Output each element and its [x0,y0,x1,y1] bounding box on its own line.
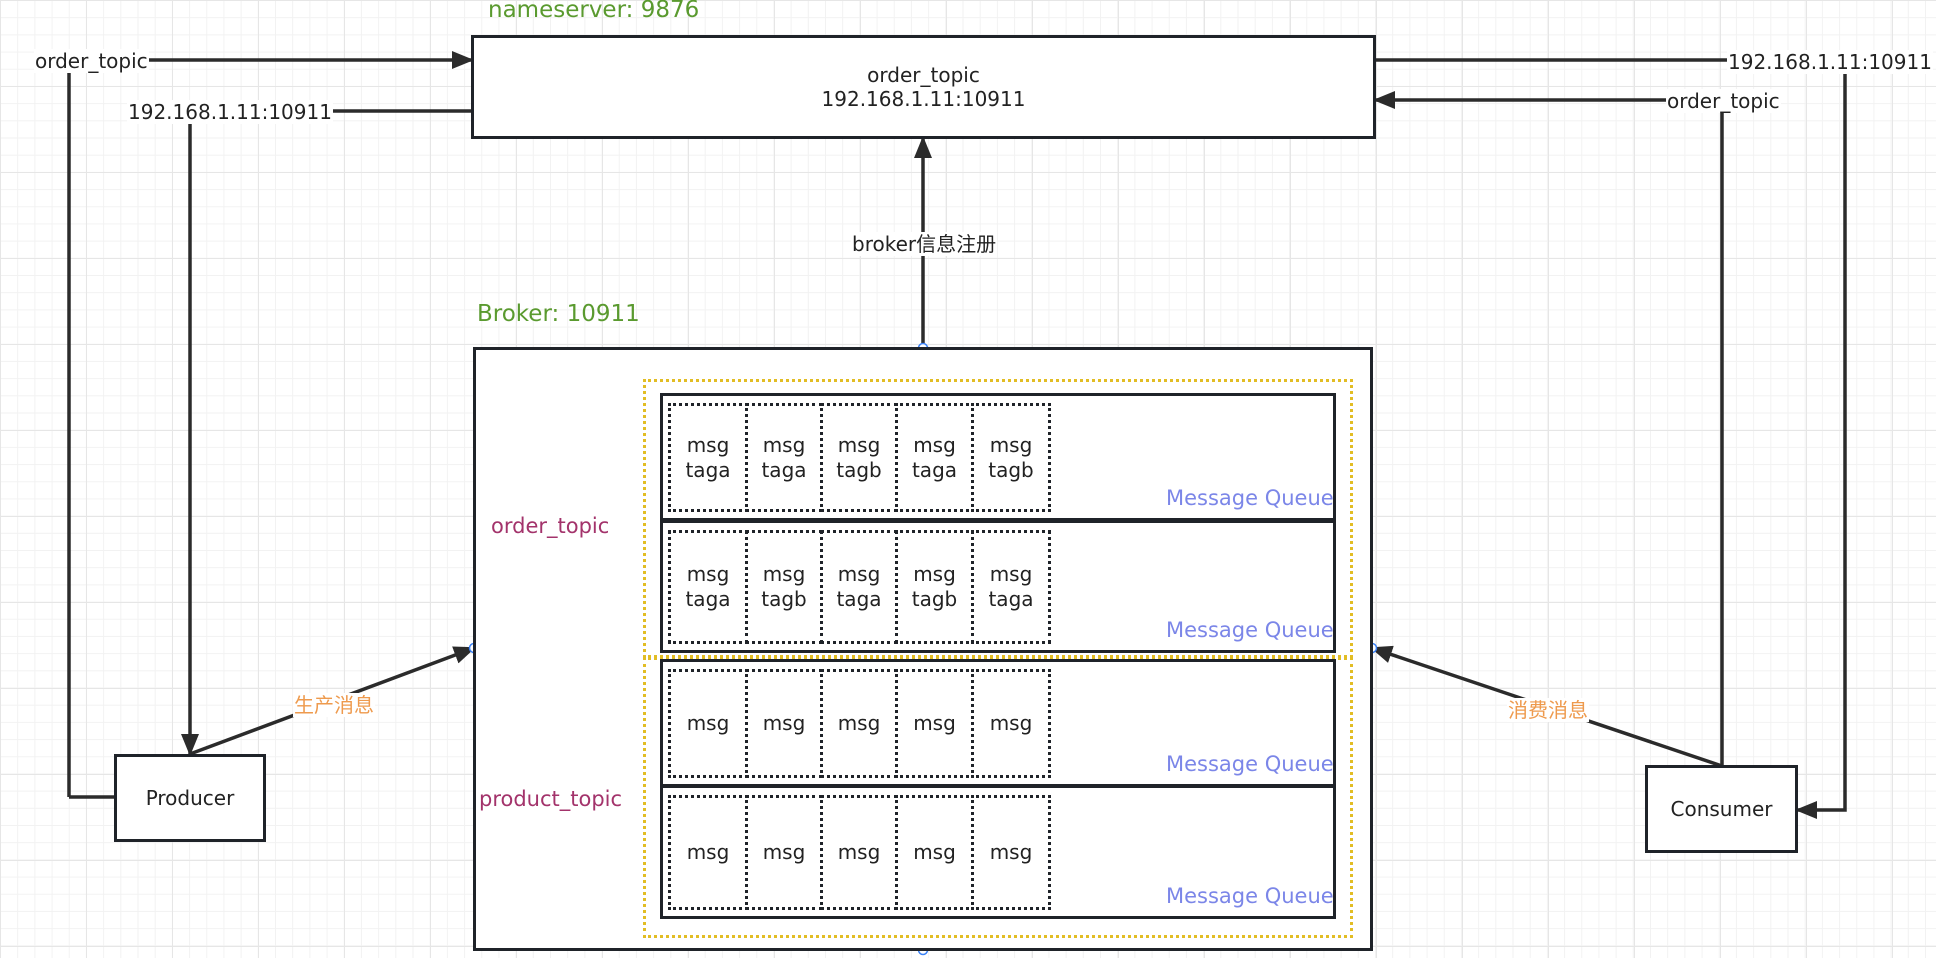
produce-label: 生产消息 [293,693,375,717]
consumer-box[interactable]: Consumer [1645,765,1798,853]
message-cell[interactable]: msg [745,669,823,778]
consumer-reply-line [1375,58,1847,819]
nameserver-box[interactable]: order_topic 192.168.1.11:10911 [471,35,1376,139]
topic-label-order: order_topic [491,514,610,538]
message-tag: tagb [761,587,807,611]
message-text: msg [762,840,806,864]
message-queue-label: Message Queue [1166,884,1334,908]
message-tag: taga [685,457,731,482]
message-cell[interactable]: msg [895,795,974,910]
message-text: msg [837,711,881,735]
broker-register-label: broker信息注册 [851,232,998,256]
message-queue-label: Message Queue [1166,618,1334,642]
message-cell[interactable]: msg [668,795,748,910]
topic-group-order [643,379,1353,658]
message-tag: taga [988,587,1034,611]
producer-reply-line [181,109,472,756]
message-text: msg [762,562,806,586]
topic-group-product [643,657,1353,938]
topic-label-product: product_topic [479,787,623,811]
message-text: msg [837,432,881,457]
message-tag: taga [836,587,882,611]
message-tag: tagb [836,457,882,482]
message-queue-label: Message Queue [1166,486,1334,510]
producer-query-label: order_topic [34,49,149,73]
message-text: msg [913,562,956,586]
message-text: msg [686,840,730,864]
message-cell[interactable]: msg [820,669,898,778]
message-tag: tagb [911,587,958,611]
message-cell[interactable]: msg [745,795,823,910]
broker-box[interactable] [473,347,1373,951]
message-cell[interactable]: msg [820,795,898,910]
message-cell[interactable]: msg [971,669,1051,778]
message-text: msg [989,432,1033,457]
consumer-label: Consumer [1670,797,1773,821]
message-tag: taga [685,587,731,611]
message-cell[interactable]: msg [895,669,974,778]
message-queue-label: Message Queue [1166,752,1334,776]
message-text: msg [686,432,730,457]
message-cell[interactable]: msg [971,795,1051,910]
consumer-reply-label: 192.168.1.11:10911 [1727,50,1933,74]
message-text: msg [686,562,730,586]
message-text: msg [989,562,1033,586]
message-text: msg [837,840,881,864]
consume-label: 消费消息 [1507,698,1589,722]
message-text: msg [913,840,956,864]
message-cell[interactable]: msg [668,669,748,778]
message-text: msg [762,432,806,457]
message-tag: taga [911,457,958,482]
message-tag: tagb [988,457,1034,482]
producer-label: Producer [145,786,235,810]
message-queue[interactable] [660,785,1336,919]
message-text: msg [989,711,1033,735]
nameserver-address: 192.168.1.11:10911 [821,87,1026,111]
consumer-query-label: order_topic [1666,89,1781,113]
nameserver-topic: order_topic [867,63,980,87]
message-text: msg [686,711,730,735]
message-text: msg [913,432,956,457]
message-text: msg [762,711,806,735]
broker-title: Broker: 10911 [477,301,640,327]
message-text: msg [913,711,956,735]
message-tag: taga [761,457,807,482]
message-text: msg [989,840,1033,864]
message-queue[interactable] [660,520,1336,653]
producer-reply-label: 192.168.1.11:10911 [127,100,333,124]
nameserver-title: nameserver: 9876 [488,0,700,23]
message-text: msg [837,562,881,586]
message-queue[interactable] [660,393,1336,521]
producer-box[interactable]: Producer [114,754,266,842]
